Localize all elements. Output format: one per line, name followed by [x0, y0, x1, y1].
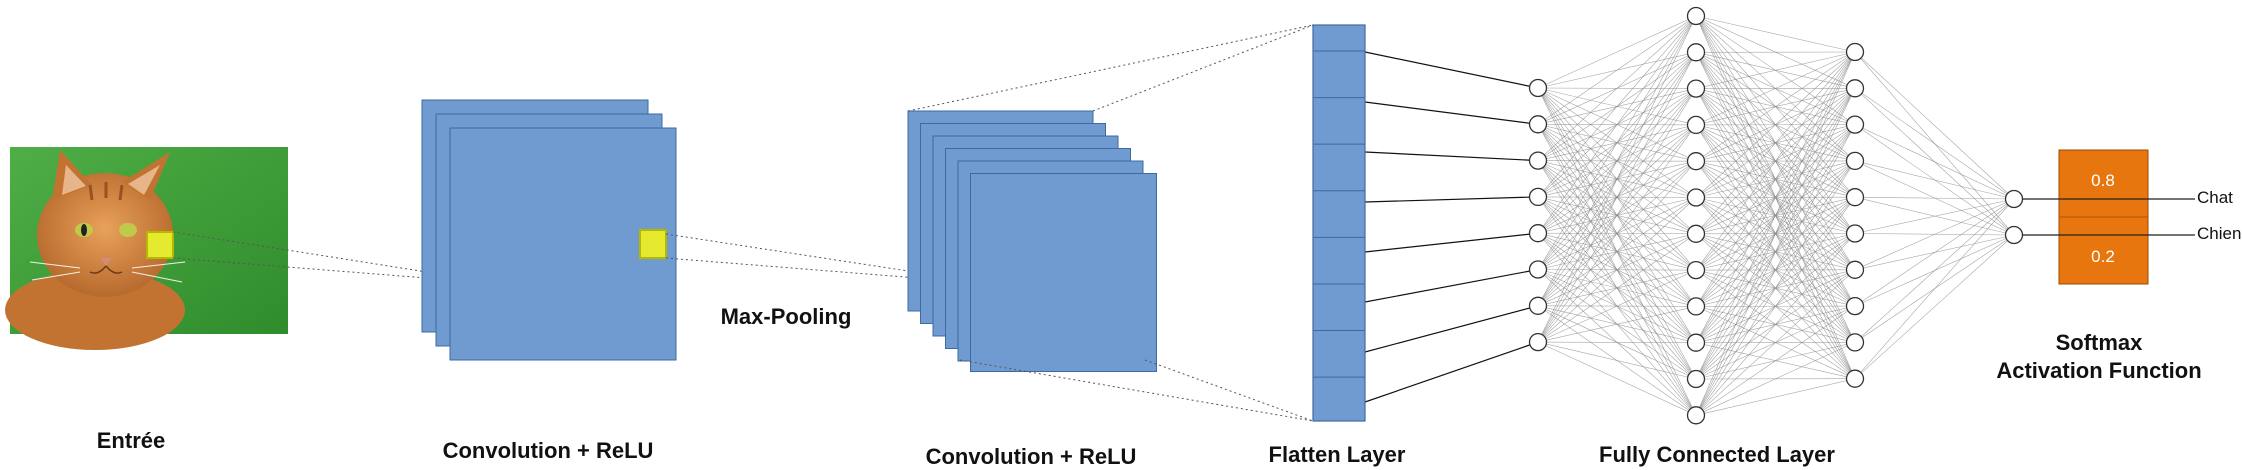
neuron-node — [1847, 116, 1864, 133]
neuron-node — [1688, 153, 1705, 170]
dense-edge — [1538, 16, 1696, 88]
softmax-box: 0.8 0.2 — [2059, 150, 2148, 284]
flatten-to-node-edge — [1365, 102, 1538, 124]
label-flatten: Flatten Layer — [1269, 442, 1406, 468]
dense-edge — [1696, 88, 1855, 415]
dense-edge — [1696, 16, 1855, 52]
neuron-node — [1688, 8, 1705, 25]
softmax-value-chien: 0.2 — [2091, 247, 2115, 266]
flatten-to-node-edge — [1365, 306, 1538, 352]
feature-map — [971, 174, 1157, 372]
dense-edge — [1855, 199, 2014, 342]
dense-edge — [1538, 342, 1696, 379]
neuron-node — [1688, 80, 1705, 97]
label-softmax: Softmax — [2056, 330, 2143, 356]
neuron-node — [1530, 116, 1547, 133]
input-receptive-field — [147, 232, 173, 258]
conv2-feature-maps — [908, 111, 1157, 372]
dense-edge — [1696, 379, 1855, 416]
flatten-to-node-edge — [1365, 342, 1538, 402]
dense-edge — [1538, 342, 1696, 343]
neuron-node — [1688, 298, 1705, 315]
label-fully-connected: Fully Connected Layer — [1599, 442, 1835, 468]
dense-edge — [1855, 197, 2014, 199]
label-max-pooling: Max-Pooling — [721, 304, 852, 330]
dense-edge — [1538, 16, 1696, 197]
dense-edge — [1696, 161, 1855, 415]
flatten-layer — [1313, 25, 1365, 421]
flatten-to-node-edge — [1365, 270, 1538, 303]
neuron-node — [1688, 334, 1705, 351]
projection-line — [908, 25, 1313, 111]
dense-edge — [1538, 234, 1696, 342]
fc-connections — [1365, 16, 2014, 415]
flatten-to-node-edge — [1365, 152, 1538, 161]
neuron-node — [1688, 262, 1705, 279]
neuron-node — [1847, 261, 1864, 278]
neuron-node — [1847, 152, 1864, 169]
neuron-node — [1530, 334, 1547, 351]
neuron-node — [1688, 225, 1705, 242]
flatten-to-node-edge — [1365, 197, 1538, 202]
dense-edge — [1538, 16, 1696, 342]
dense-edge — [1855, 235, 2014, 379]
projection-line — [1145, 360, 1313, 421]
dense-edge — [1855, 88, 2014, 199]
softmax-value-chat: 0.8 — [2091, 171, 2115, 190]
projection-line — [1093, 25, 1313, 111]
dense-edge — [1538, 342, 1696, 415]
dense-edge — [1855, 199, 2014, 270]
neuron-node — [1530, 261, 1547, 278]
output-label-chat: Chat — [2197, 188, 2233, 208]
label-conv2: Convolution + ReLU — [926, 444, 1137, 470]
pooling-window — [640, 230, 666, 258]
conv1-feature-maps — [422, 100, 676, 360]
dense-edge — [1855, 52, 2014, 199]
flatten-to-node-edge — [1365, 233, 1538, 252]
neuron-node — [1530, 225, 1547, 242]
dense-edge — [1855, 161, 2014, 199]
dense-edge — [1538, 306, 1696, 342]
neuron-node — [1847, 334, 1864, 351]
neuron-node — [1688, 407, 1705, 424]
neuron-node — [1847, 189, 1864, 206]
neuron-node — [1847, 370, 1864, 387]
dense-edge — [1855, 199, 2014, 306]
neuron-node — [1530, 80, 1547, 97]
dense-edge — [1855, 199, 2014, 379]
label-input: Entrée — [97, 428, 165, 454]
neuron-node — [1688, 371, 1705, 388]
flatten-column — [1313, 25, 1365, 421]
neuron-node — [1847, 80, 1864, 97]
neuron-node — [1688, 116, 1705, 133]
neuron-node — [1688, 189, 1705, 206]
neuron-node — [1847, 298, 1864, 315]
label-activation-function: Activation Function — [1996, 358, 2201, 384]
neuron-node — [1530, 152, 1547, 169]
label-conv1: Convolution + ReLU — [443, 438, 654, 464]
dense-edge — [1855, 125, 2014, 199]
neuron-node — [1688, 44, 1705, 61]
output-label-chien: Chien — [2197, 224, 2241, 244]
dense-edge — [1855, 199, 2014, 234]
dense-edge — [1538, 16, 1696, 124]
neuron-node — [1530, 188, 1547, 205]
neuron-node — [2006, 191, 2023, 208]
neuron-node — [1530, 297, 1547, 314]
dense-edge — [1538, 16, 1696, 270]
neuron-node — [1847, 225, 1864, 242]
neuron-node — [1847, 44, 1864, 61]
neuron-node — [2006, 227, 2023, 244]
flatten-to-node-edge — [1365, 52, 1538, 88]
